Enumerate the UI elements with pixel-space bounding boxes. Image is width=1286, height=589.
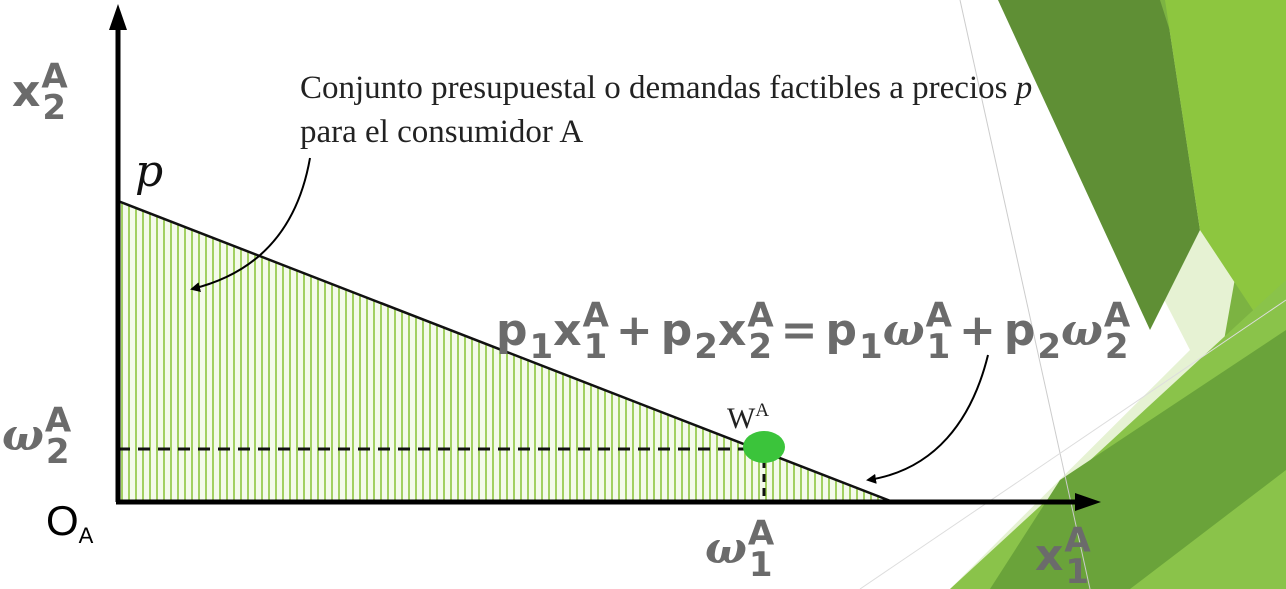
equation-term-sup: A (583, 296, 610, 336)
equation-operator: + (959, 305, 996, 356)
y-axis-label-sub: 2 (42, 88, 66, 128)
equation-term-sub: 1 (859, 327, 883, 367)
annotation-text-1: Conjunto presupuestal o demandas factibl… (300, 70, 1016, 106)
equation-term-base: p (826, 305, 858, 356)
omega2-label-sub: 2 (46, 432, 70, 472)
omega1-label-sup: A (748, 514, 775, 554)
omega1-label-sub: 1 (749, 545, 773, 585)
origin-label-main: O (46, 497, 79, 544)
equation-term-base: ω (1061, 305, 1103, 356)
deco-thin-line-2 (859, 299, 1286, 589)
equation-operator: = (781, 305, 818, 356)
equation-term-sup: A (926, 296, 953, 336)
annotation-line-2: para el consumidor A (300, 114, 584, 150)
equation-term-sub: 1 (530, 327, 554, 367)
deco-shape-dark (998, 0, 1200, 330)
endowment-label-sup: A (755, 400, 770, 421)
annotation-arrow (190, 157, 311, 292)
equation-term-sup: A (1104, 296, 1131, 336)
annotation-line-1: Conjunto presupuestal o demandas factibl… (300, 66, 1032, 110)
equation-term-base: p (496, 305, 528, 356)
deco-shape-lower-dark (990, 330, 1286, 589)
equation-term-sup: A (747, 296, 774, 336)
origin-label: OA (46, 497, 93, 549)
x-axis-label-base: x (1035, 530, 1063, 581)
equation-term-sub: 2 (1037, 327, 1061, 367)
equation-term-base: ω (883, 305, 925, 356)
y-axis-label-base: x (12, 66, 40, 117)
equation-term-sub: 1 (927, 327, 951, 367)
endowment-point (743, 431, 785, 463)
y-axis-arrowhead (109, 4, 127, 30)
equation-term-base: x (718, 305, 746, 356)
equation-term-base: p (661, 305, 693, 356)
equation-term-sub: 2 (1105, 327, 1129, 367)
equation-term-sub: 1 (584, 327, 608, 367)
x-axis-arrowhead (1075, 493, 1101, 511)
x-axis-label-sup: A (1064, 521, 1091, 561)
annotation-price-symbol: p (1015, 70, 1033, 106)
equation-arrow (866, 354, 989, 484)
equation-operator: + (616, 305, 653, 356)
omega2-label-base: ω (2, 410, 44, 461)
y-axis-label-sup: A (41, 57, 68, 97)
omega2-label-sup: A (45, 401, 72, 441)
x-axis-label-sub: 1 (1065, 552, 1089, 589)
endowment-label-main: W (727, 402, 756, 435)
price-label: p (135, 146, 164, 197)
deco-shape-bright (1165, 0, 1286, 360)
deco-thin-line (959, 0, 1091, 589)
origin-label-sub: A (78, 523, 94, 548)
endowment-label: WA (727, 400, 769, 436)
omega1-label-base: ω (705, 523, 747, 574)
equation-term-sub: 2 (694, 327, 718, 367)
equation-term-base: x (553, 305, 581, 356)
equation-term-base: p (1004, 305, 1036, 356)
equation-term-sub: 2 (748, 327, 772, 367)
budget-set-annotation: Conjunto presupuestal o demandas factibl… (300, 66, 1032, 154)
